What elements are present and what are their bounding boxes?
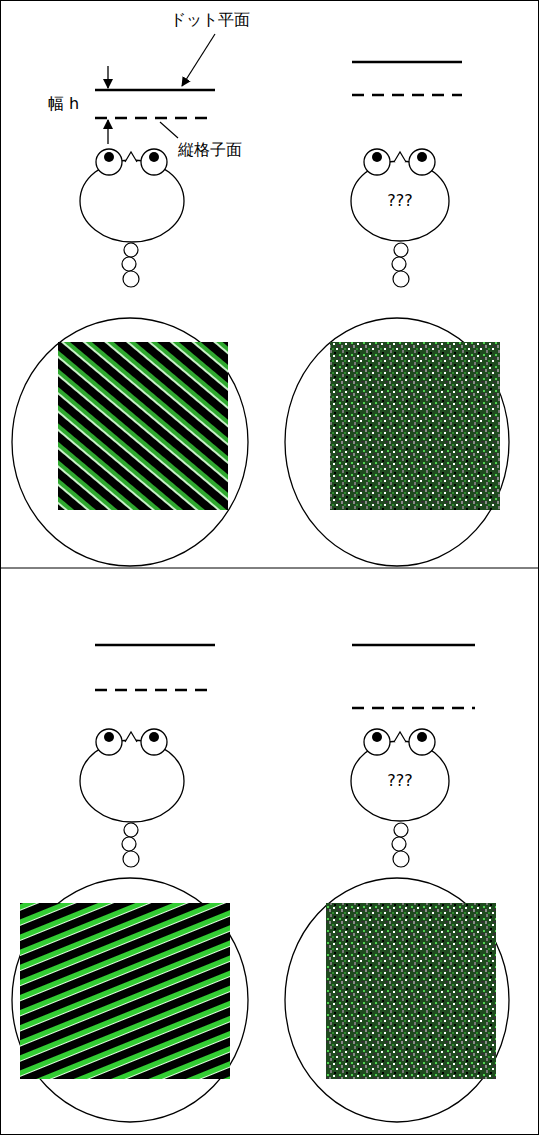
frog-body (12, 878, 248, 1122)
plane-label: ドット平面 (168, 10, 252, 29)
thought-text: ??? (387, 771, 412, 790)
grating-plane-line (352, 707, 475, 710)
plane-label: 幅 h (46, 94, 81, 113)
frog-head: ??? (350, 740, 450, 822)
frog-head: ??? (350, 160, 450, 242)
dot-plane-line (95, 89, 215, 92)
moire-stripes (58, 342, 228, 510)
moire-stripes (20, 903, 230, 1079)
grating-plane-line (95, 117, 215, 120)
frog-body (12, 318, 248, 566)
grating-plane-line (95, 689, 215, 692)
moire-noise (326, 903, 496, 1079)
leader-line (182, 34, 215, 86)
dot-plane-line (352, 61, 462, 64)
grating-plane-line (352, 94, 462, 97)
divider (0, 568, 539, 569)
plane-label: 縦格子面 (176, 140, 244, 159)
width-arrow (107, 66, 108, 88)
dot-plane-line (352, 644, 475, 647)
frog-body (285, 318, 509, 566)
leader-line (160, 122, 178, 138)
dot-plane-line (95, 644, 215, 647)
frog-left-bottom (80, 729, 184, 822)
frog-body (285, 878, 509, 1122)
thought-text: ??? (387, 191, 412, 210)
width-arrow (107, 120, 108, 144)
moire-noise (330, 342, 500, 510)
frog-left-top (80, 149, 184, 242)
